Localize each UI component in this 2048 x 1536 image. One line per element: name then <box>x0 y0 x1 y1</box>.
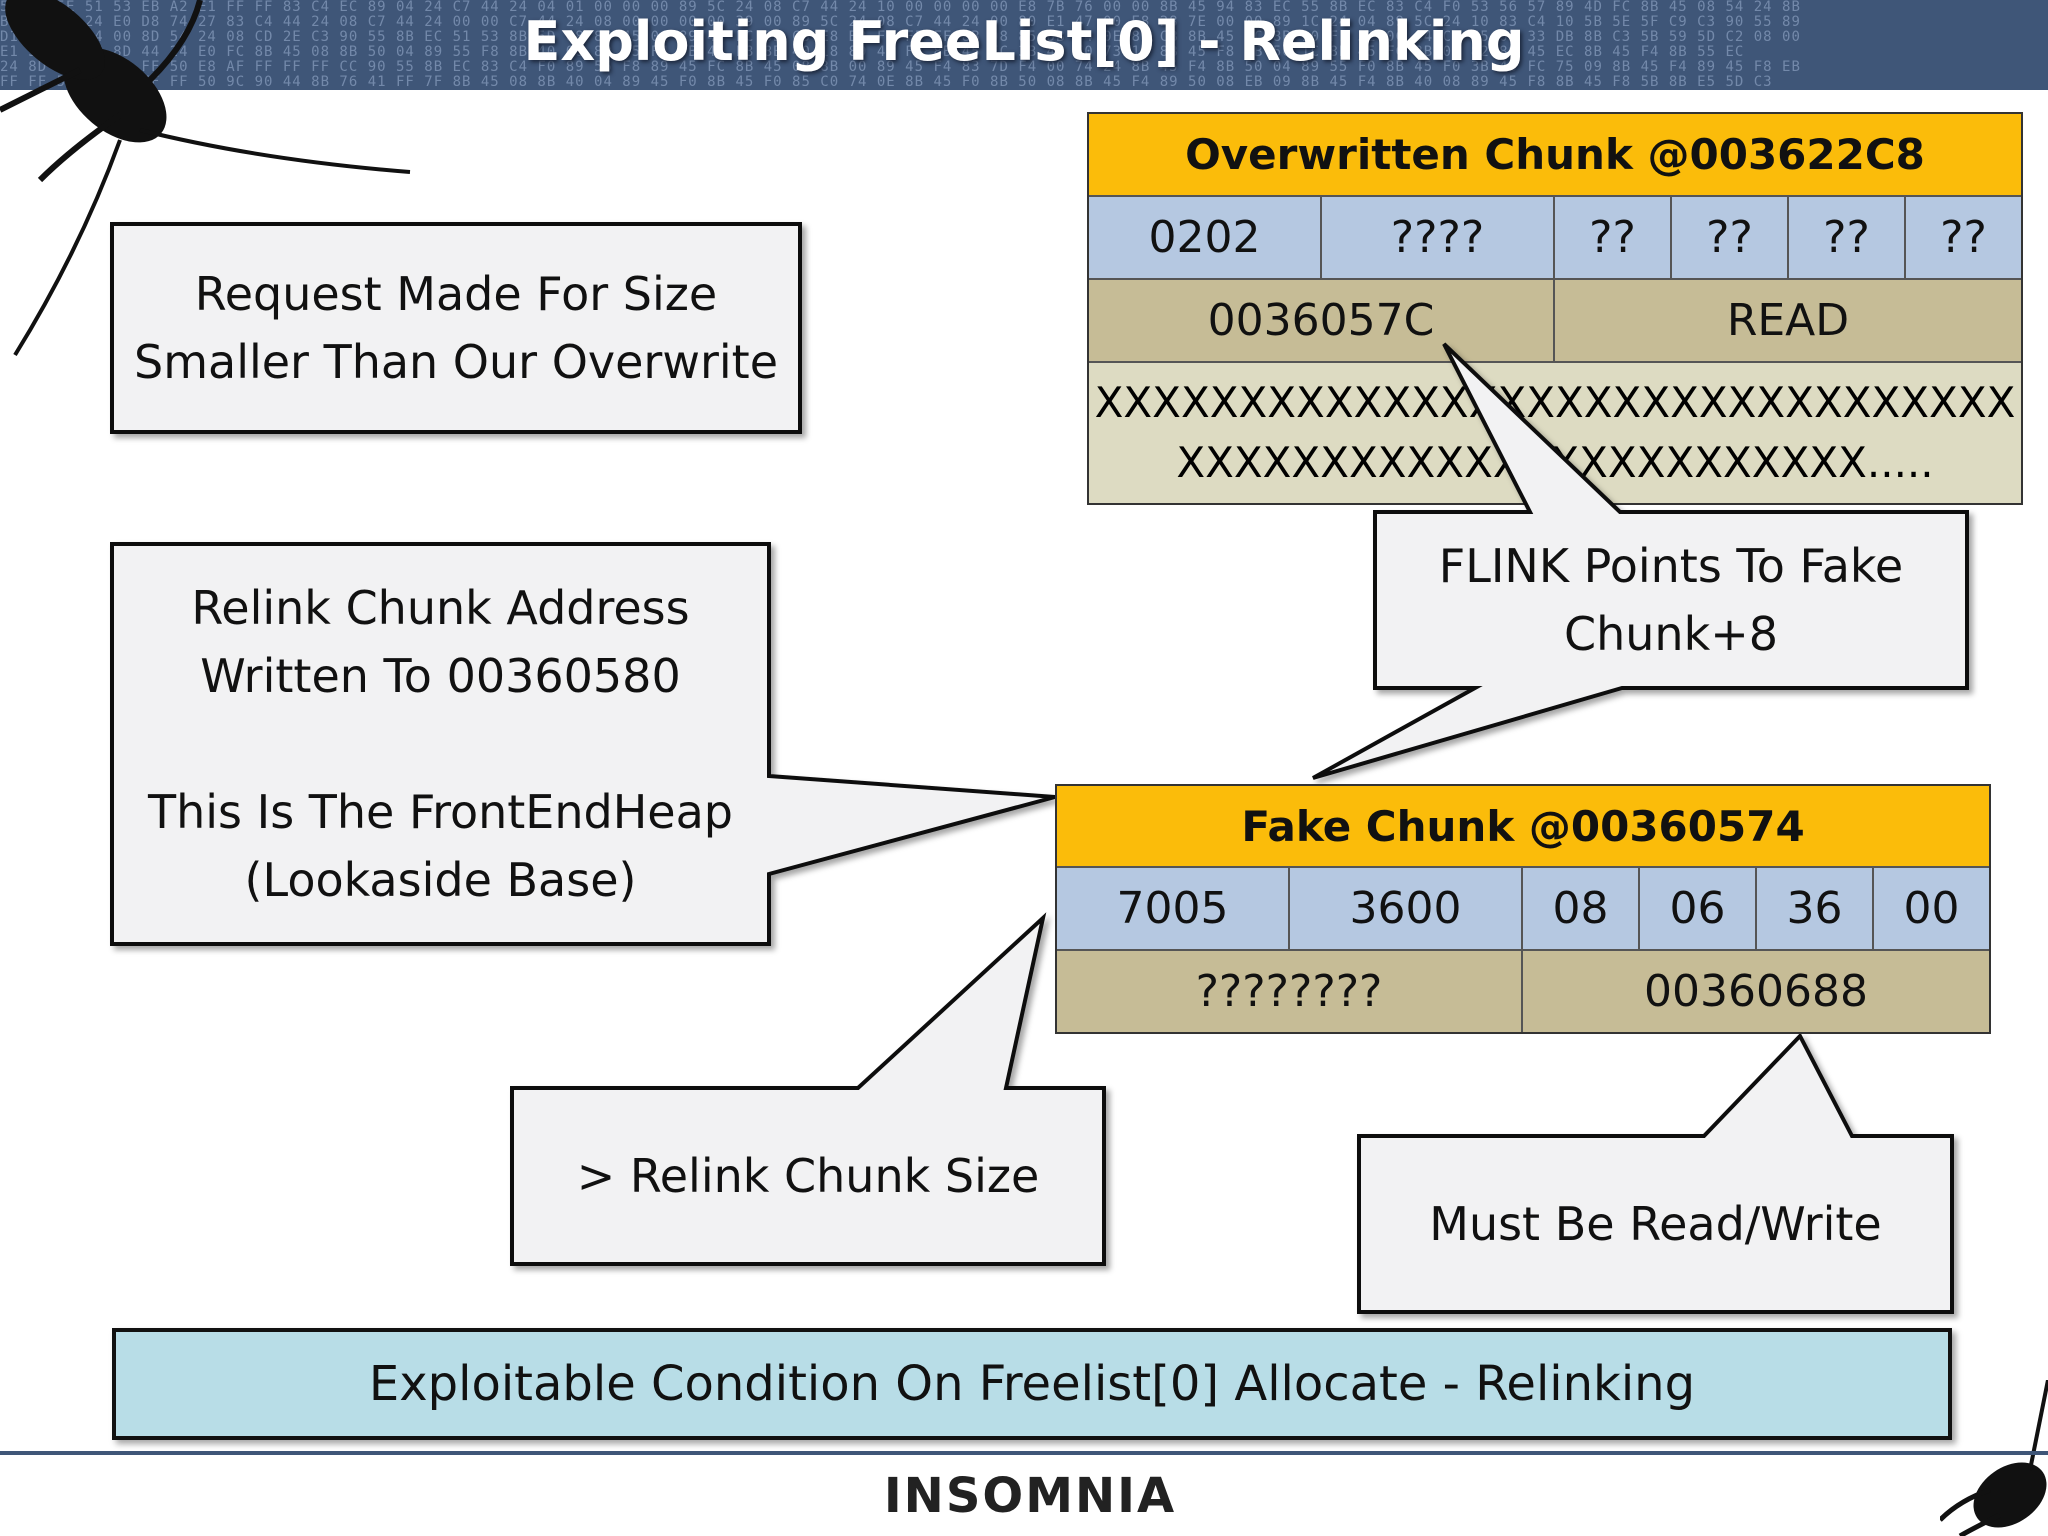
overwritten-chunk-byte: ?? <box>1672 197 1789 280</box>
fake-chunk-byte: 00 <box>1874 868 1989 951</box>
request-callout-text: Request Made For Size Smaller Than Our O… <box>134 267 778 389</box>
overwritten-chunk-blink: READ <box>1555 280 2021 363</box>
condition-banner-text: Exploitable Condition On Freelist[0] All… <box>368 1356 1696 1412</box>
flink-callout-text: FLINK Points To Fake Chunk+8 <box>1438 539 1904 661</box>
size-callout-shape <box>510 912 1106 1266</box>
overwritten-chunk-size: 0202 <box>1089 197 1322 280</box>
fake-chunk-flink: ???????? <box>1057 951 1523 1032</box>
cockroach-bottom-right-icon <box>1940 1380 2048 1536</box>
size-callout-text: > Relink Chunk Size <box>576 1149 1040 1203</box>
fake-chunk-size: 7005 <box>1057 868 1290 951</box>
relink-address-callout: Relink Chunk Address Written To 00360580… <box>112 544 769 944</box>
readwrite-callout-text: Must Be Read/Write <box>1429 1197 1882 1251</box>
relink-address-callout-shape <box>110 542 1056 946</box>
slide-title: Exploiting FreeList[0] - Relinking <box>523 10 1525 73</box>
fake-chunk-byte: 36 <box>1757 868 1874 951</box>
footer-rule <box>0 1451 2048 1455</box>
overwritten-chunk: Overwritten Chunk @003622C8 0202 ???? ??… <box>1087 112 2023 505</box>
overwritten-chunk-prev-size: ???? <box>1322 197 1555 280</box>
request-callout: Request Made For Size Smaller Than Our O… <box>112 224 800 432</box>
fake-chunk-byte: 08 <box>1523 868 1640 951</box>
size-callout: > Relink Chunk Size <box>512 1088 1104 1264</box>
hex-dump-background: 55 6B 5E 51 53 EB A2 E1 FF FF 83 C4 EC 8… <box>0 0 1801 90</box>
title-bar: 55 6B 5E 51 53 EB A2 E1 FF FF 83 C4 EC 8… <box>0 0 2048 90</box>
fake-chunk-blink: 00360688 <box>1523 951 1989 1032</box>
overwritten-chunk-byte: ?? <box>1789 197 1906 280</box>
insomnia-logo: INSOMNIA <box>883 1468 1177 1524</box>
overwritten-chunk-flink: 0036057C <box>1089 280 1555 363</box>
fake-chunk-byte: 06 <box>1640 868 1757 951</box>
overwritten-chunk-title: Overwritten Chunk @003622C8 <box>1089 114 2021 197</box>
fake-chunk-title: Fake Chunk @00360574 <box>1057 786 1989 868</box>
overwritten-chunk-byte: ?? <box>1906 197 2021 280</box>
fake-chunk: Fake Chunk @00360574 7005 3600 08 06 36 … <box>1055 784 1991 1034</box>
flink-callout-shape <box>1312 342 1969 780</box>
fake-chunk-prev-size: 3600 <box>1290 868 1523 951</box>
overwritten-chunk-data-line: XXXXXXXXXXXXXXXXXXXXXXXXXXXXXXXX <box>1094 378 2016 427</box>
readwrite-callout: Must Be Read/Write <box>1359 1136 1952 1312</box>
condition-banner: Exploitable Condition On Freelist[0] All… <box>112 1328 1952 1440</box>
overwritten-chunk-byte: ?? <box>1555 197 1672 280</box>
cockroach-top-left-icon <box>0 0 411 357</box>
relink-address-callout-text: Relink Chunk Address Written To 00360580… <box>148 581 733 907</box>
readwrite-callout-shape <box>1357 1032 1954 1314</box>
request-callout-shape <box>110 222 802 434</box>
flink-callout: FLINK Points To Fake Chunk+8 <box>1375 512 1967 688</box>
overwritten-chunk-data: XXXXXXXXXXXXXXXXXXXXXXXXXXXXXXXX XXXXXXX… <box>1089 363 2021 503</box>
